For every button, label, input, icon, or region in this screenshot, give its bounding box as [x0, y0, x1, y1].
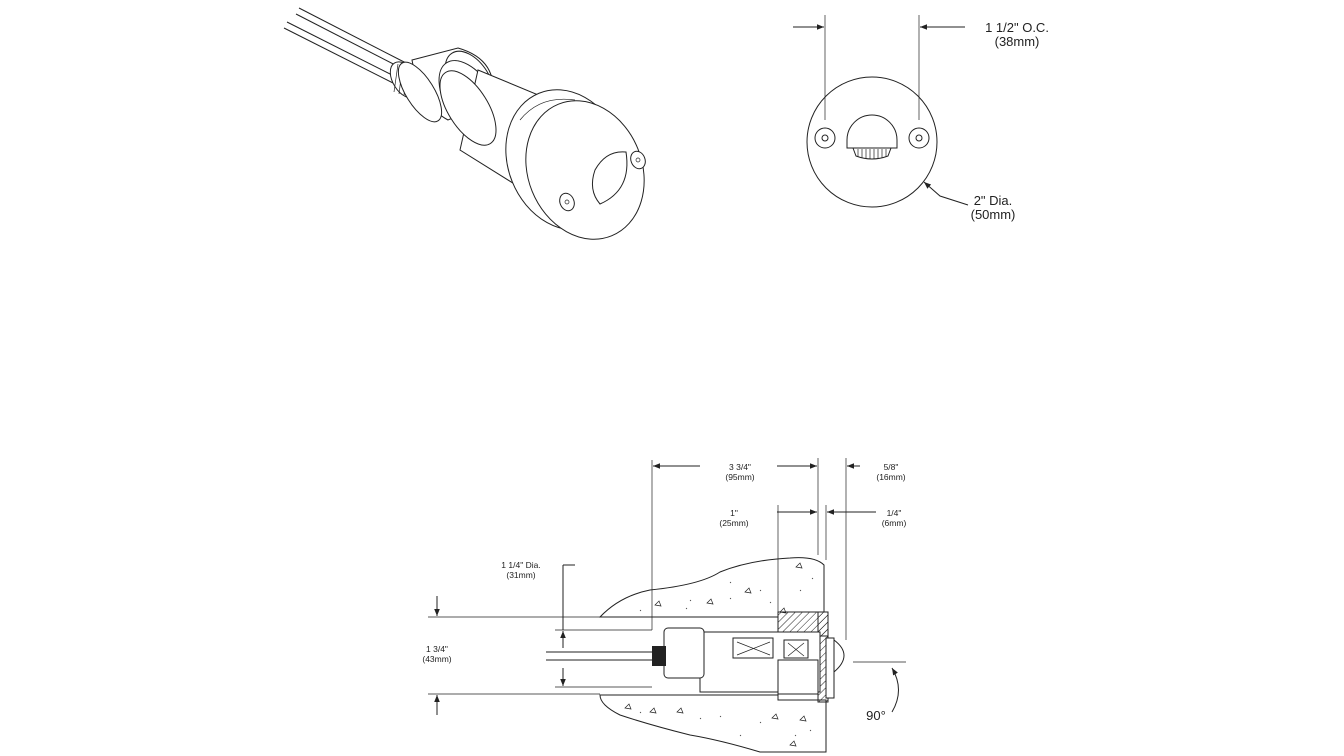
depth-label: 3 3/4" — [729, 462, 751, 472]
wire-leads — [283, 7, 409, 85]
sleeve-metric: (25mm) — [719, 518, 748, 528]
oc-dimension — [793, 15, 965, 120]
height-label: 1 3/4" — [426, 644, 448, 654]
housing-body — [546, 627, 845, 699]
isometric-fixture-view — [283, 7, 646, 240]
angle-label: 90° — [866, 708, 886, 723]
oc-dim-metric: (38mm) — [995, 34, 1040, 49]
body-dia-metric: (31mm) — [506, 570, 535, 580]
dimension-arrows — [434, 463, 899, 715]
depth-metric: (95mm) — [725, 472, 754, 482]
sleeve-label: 1" — [730, 508, 738, 518]
mounting-screw-top — [630, 150, 646, 170]
trim-flange — [505, 89, 646, 240]
eyelid-lens — [591, 151, 628, 205]
eyelid-opening — [846, 114, 898, 160]
diameter-label: 2" Dia. — [974, 193, 1013, 208]
lip-metric: (6mm) — [882, 518, 907, 528]
mounting-screw-bottom — [559, 192, 575, 212]
diameter-metric: (50mm) — [971, 207, 1016, 222]
flange-label: 5/8" — [884, 462, 899, 472]
extension-lines — [428, 458, 906, 695]
concrete-upper — [598, 557, 825, 618]
front-view: 1 1/2" O.C. (38mm) 2" Dia. (50mm) — [793, 15, 1049, 222]
flange-metric: (16mm) — [876, 472, 905, 482]
lip-label: 1/4" — [887, 508, 902, 518]
concrete-lower — [599, 694, 827, 753]
section-view: 3 3/4" (95mm) 5/8" (16mm) 1" (25mm) 1/4"… — [422, 458, 907, 753]
body-dia-label: 1 1/4" Dia. — [501, 560, 540, 570]
height-metric: (43mm) — [422, 654, 451, 664]
diameter-leader — [923, 181, 969, 206]
oc-dim-label: 1 1/2" O.C. — [985, 20, 1049, 35]
left-screw — [814, 127, 836, 149]
right-screw — [908, 127, 930, 149]
